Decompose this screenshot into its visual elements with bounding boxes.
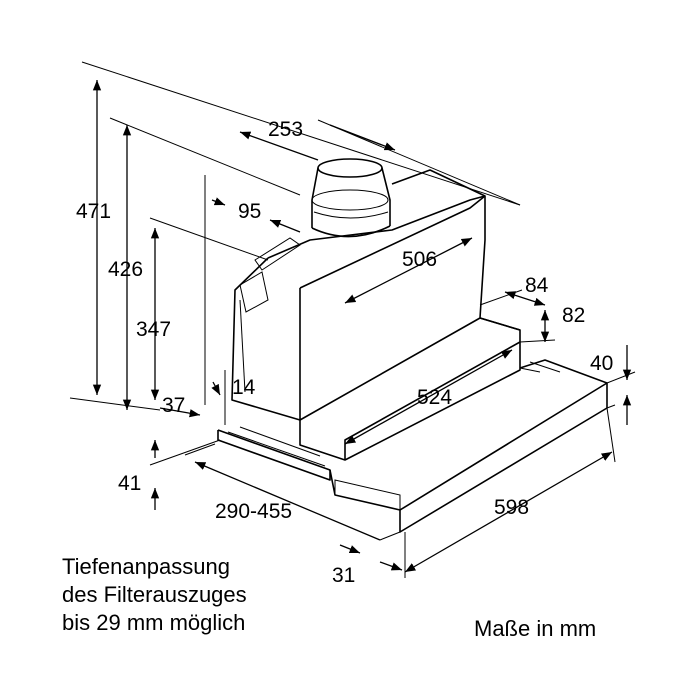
dim-426: 426 [108, 258, 143, 281]
hood-outline [217, 158, 608, 533]
filter-adjustment-note: Tiefenanpassung des Filterauszuges bis 2… [62, 553, 247, 637]
dim-31: 31 [332, 564, 355, 587]
dim-290-455: 290-455 [215, 500, 292, 523]
dim-37: 37 [162, 394, 185, 417]
dim-347: 347 [136, 318, 171, 341]
dimension-lines [69, 61, 636, 578]
dim-95: 95 [238, 200, 261, 223]
note-line-3: bis 29 mm möglich [62, 610, 246, 635]
dim-82: 82 [562, 304, 585, 327]
unit-label: Maße in mm [474, 616, 597, 641]
dim-524: 524 [417, 386, 452, 409]
dim-598: 598 [494, 496, 529, 519]
dim-506: 506 [402, 248, 437, 271]
dim-471: 471 [76, 200, 111, 223]
dim-84: 84 [525, 274, 549, 297]
dim-40: 40 [590, 352, 613, 375]
dimension-labels: 253 471 426 95 506 84 82 347 40 14 524 3… [76, 118, 613, 587]
note-line-1: Tiefenanpassung [62, 554, 230, 579]
dim-14: 14 [232, 376, 256, 399]
note-line-2: des Filterauszuges [62, 582, 247, 607]
dim-41: 41 [118, 472, 141, 495]
dim-253: 253 [268, 118, 303, 141]
